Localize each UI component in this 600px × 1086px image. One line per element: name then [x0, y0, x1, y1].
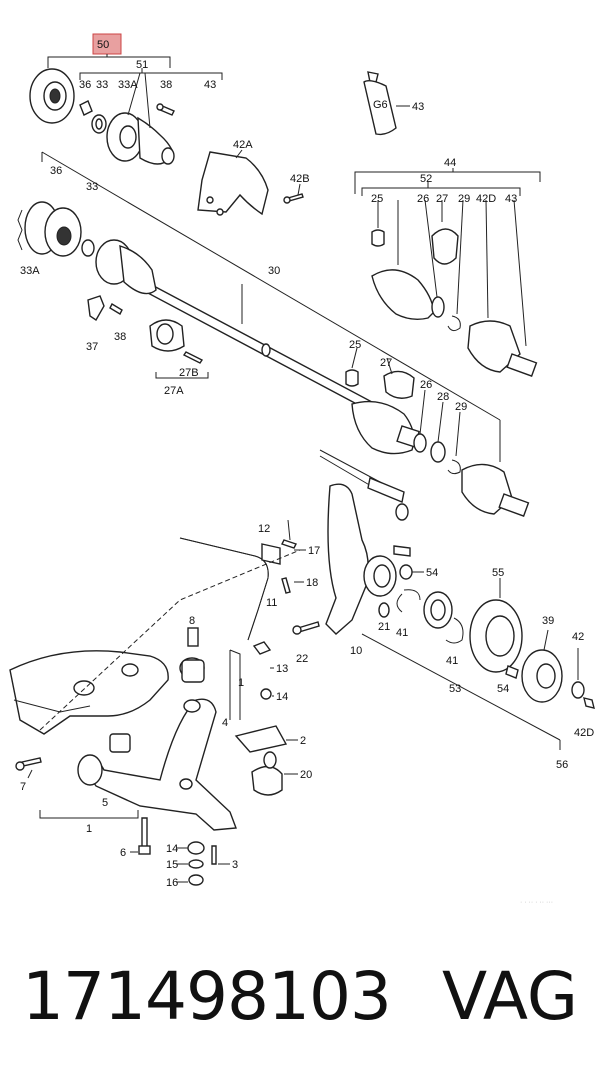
boot-repair-kit-44: [354, 168, 541, 377]
callout-29-lower: 29: [455, 401, 467, 413]
callout-4: 4: [222, 717, 228, 729]
heat-shield-42a: [197, 149, 304, 216]
callout-41: 41: [396, 627, 408, 639]
leader-lines: [27, 549, 424, 883]
callout-42: 42: [572, 631, 584, 643]
callout-42b: 42B: [290, 173, 310, 185]
callout-42d-lower: 42D: [574, 727, 594, 739]
callout-33a-lower: 33A: [20, 265, 40, 277]
callout-42a: 42A: [233, 139, 253, 151]
callout-54: 54: [426, 567, 438, 579]
driveshaft-30: [17, 151, 530, 517]
callout-15: 15: [166, 859, 178, 871]
callout-36-lower: 36: [50, 165, 62, 177]
callout-52: 52: [420, 173, 432, 185]
callout-14: 14: [276, 691, 288, 703]
faint-stamp: · · ·· · ·· ···: [520, 899, 553, 906]
callout-7: 7: [20, 781, 26, 793]
callout-38-lower: 38: [114, 331, 126, 343]
callout-1-lower: 1: [86, 823, 92, 835]
part-number: 171498103: [22, 958, 392, 1035]
callout-10: 10: [350, 645, 362, 657]
callout-39: 39: [542, 615, 554, 627]
svg-text:G6: G6: [373, 99, 388, 111]
callout-33-lower: 33: [86, 181, 98, 193]
callout-26: 26: [417, 193, 429, 205]
callout-25: 25: [371, 193, 383, 205]
callout-55: 55: [492, 567, 504, 579]
callout-30: 30: [268, 265, 280, 277]
callout-14-lower: 14: [166, 843, 178, 855]
callout-26-lower: 26: [420, 379, 432, 391]
callout-42d: 42D: [476, 193, 496, 205]
subframe-and-wishbone: [9, 549, 301, 886]
callout-33: 33: [96, 79, 108, 91]
callout-27b: 27B: [179, 367, 199, 379]
callout-53: 53: [449, 683, 461, 695]
callout-16: 16: [166, 877, 178, 889]
callout-21: 21: [378, 621, 390, 633]
callout-43: 43: [204, 79, 216, 91]
callout-11: 11: [266, 597, 277, 609]
callout-1: 1: [238, 677, 244, 689]
callout-6: 6: [120, 847, 126, 859]
callout-12: 12: [258, 523, 270, 535]
callout-50: 50: [97, 39, 109, 51]
callout-36: 36: [79, 79, 91, 91]
callout-13: 13: [276, 663, 288, 675]
callout-18: 18: [306, 577, 318, 589]
callout-8: 8: [189, 615, 195, 627]
callout-5: 5: [102, 797, 108, 809]
callout-27: 27: [436, 193, 448, 205]
callout-29: 29: [458, 193, 470, 205]
callout-33a: 33A: [118, 79, 138, 91]
callout-43-tube: 43: [412, 101, 424, 113]
grease-tube-43: G6: [363, 71, 410, 136]
callout-labels: 50 51 36 33 33A 38 43 43 42A 42B 44 52 2…: [20, 39, 594, 889]
callout-2: 2: [300, 735, 306, 747]
callout-44: 44: [444, 157, 456, 169]
callout-27-lower: 27: [380, 357, 392, 369]
cv-joint-kit-50: [29, 33, 223, 165]
callout-17: 17: [308, 545, 320, 557]
callout-54-lower: 54: [497, 683, 509, 695]
callout-41-lower: 41: [446, 655, 458, 667]
callout-22: 22: [296, 653, 308, 665]
exploded-parts-diagram: G6: [9, 33, 595, 906]
callout-43-kit: 43: [505, 193, 517, 205]
callout-56: 56: [556, 759, 568, 771]
callout-3: 3: [232, 859, 238, 871]
callout-25-lower: 25: [349, 339, 361, 351]
callout-27a: 27A: [164, 385, 184, 397]
callout-51: 51: [136, 59, 148, 71]
callout-37: 37: [86, 341, 98, 353]
callout-20: 20: [300, 769, 312, 781]
stabilizer-and-hub-assembly: [179, 449, 595, 750]
callout-28: 28: [437, 391, 449, 403]
callout-38: 38: [160, 79, 172, 91]
brand-name: VAG: [442, 958, 579, 1035]
